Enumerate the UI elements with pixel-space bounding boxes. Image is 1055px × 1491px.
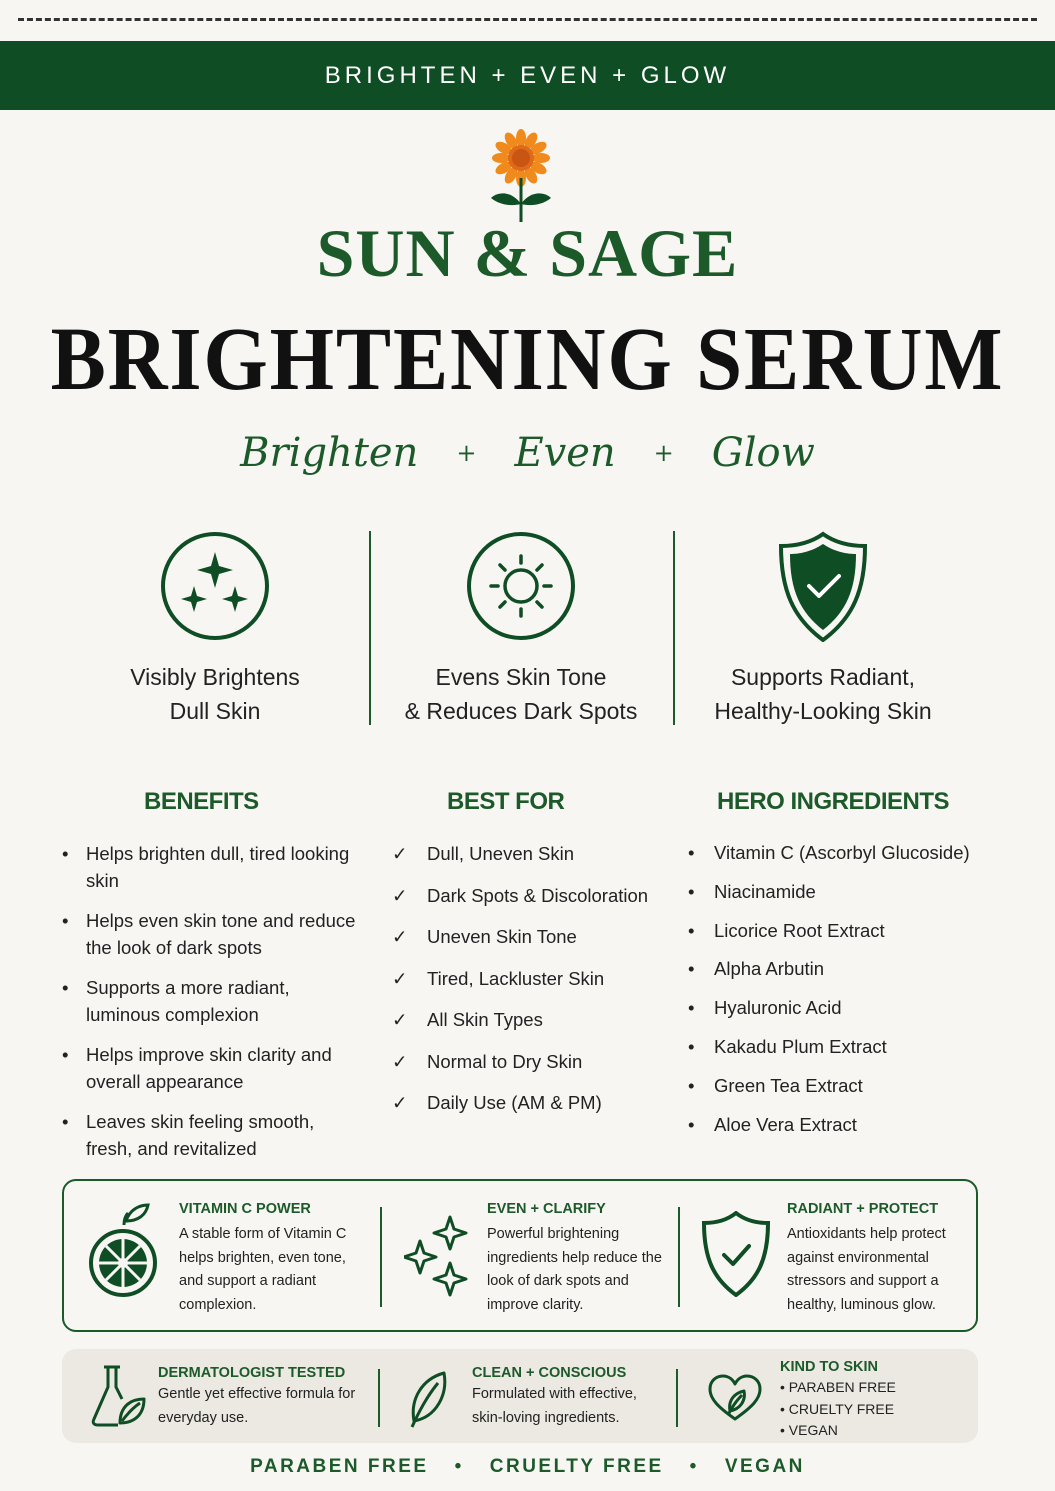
- highlight-title: VITAMIN C POWER: [179, 1201, 311, 1217]
- benefits-heading: BENEFITS: [144, 788, 259, 815]
- tagline-word: Even: [514, 430, 616, 476]
- highlight-title: RADIANT + PROTECT: [787, 1201, 939, 1217]
- trust-box: DERMATOLOGIST TESTED Gentle yet effectiv…: [62, 1349, 978, 1443]
- trust-item: • PARABEN FREE: [780, 1379, 896, 1395]
- trust-text: Formulated with effective, skin-loving i…: [472, 1386, 637, 1426]
- top-banner: BRIGHTEN + EVEN + GLOW: [0, 41, 1055, 110]
- footer-bullet: •: [454, 1456, 464, 1477]
- feature-line: Visibly Brightens: [130, 664, 300, 690]
- list-item: Supports a more radiant, luminous comple…: [62, 974, 362, 1028]
- tagline-word: Brighten: [240, 430, 419, 476]
- list-item: Kakadu Plum Extract: [688, 1033, 1028, 1060]
- tagline-separator: +: [456, 439, 477, 467]
- dashed-border: [18, 18, 1037, 21]
- tagline-word: Glow: [711, 430, 815, 476]
- highlight-title: EVEN + CLARIFY: [487, 1201, 606, 1217]
- sun-circle-icon: [467, 532, 575, 640]
- heart-leaf-icon: [708, 1374, 762, 1421]
- trust-dermatologist-tested: DERMATOLOGIST TESTED Gentle yet effectiv…: [158, 1365, 373, 1430]
- best-for-list: Dull, Uneven Skin Dark Spots & Discolora…: [392, 840, 682, 1131]
- highlight-text: Antioxidants help protect against enviro…: [787, 1226, 946, 1313]
- divider: [369, 531, 371, 725]
- shield-check-icon: [702, 1211, 770, 1297]
- list-item: Tired, Lackluster Skin: [392, 965, 682, 992]
- footer-claims: PARABEN FREE • CRUELTY FREE • VEGAN: [0, 1456, 1055, 1478]
- feature-line: Dull Skin: [169, 698, 261, 724]
- feature-supports: Supports Radiant, Healthy-Looking Skin: [673, 530, 973, 728]
- highlight-text: Powerful brightening ingredients help re…: [487, 1226, 662, 1313]
- list-item: Vitamin C (Ascorbyl Glucoside): [688, 839, 1028, 866]
- list-item: Helps even skin tone and reduce the look…: [62, 907, 362, 961]
- trust-title: KIND TO SKIN: [780, 1359, 879, 1375]
- trust-title: DERMATOLOGIST TESTED: [158, 1365, 346, 1381]
- hero-ingredients-list: Vitamin C (Ascorbyl Glucoside) Niacinami…: [688, 839, 1028, 1149]
- list-item: Dull, Uneven Skin: [392, 840, 682, 867]
- list-item: Licorice Root Extract: [688, 917, 1028, 944]
- trust-item: • CRUELTY FREE: [780, 1400, 895, 1417]
- trust-clean-conscious: CLEAN + CONSCIOUS Formulated with effect…: [472, 1365, 667, 1430]
- trust-item: • VEGAN: [780, 1422, 838, 1438]
- list-item: Helps brighten dull, tired looking skin: [62, 840, 362, 894]
- feature-line: Supports Radiant,: [730, 664, 916, 690]
- highlights-box: VITAMIN C POWER A stable form of Vitamin…: [62, 1179, 978, 1332]
- highlight-text: A stable form of Vitamin C helps brighte…: [179, 1226, 347, 1313]
- sparkles-icon: [404, 1215, 468, 1297]
- divider: [380, 1207, 382, 1307]
- list-item: Dark Spots & Discoloration: [392, 882, 682, 909]
- trust-text: Gentle yet effective formula for everyda…: [158, 1386, 356, 1426]
- tagline-separator: +: [653, 439, 674, 467]
- sparkle-circle-icon: [161, 532, 269, 640]
- feature-line: Evens Skin Tone: [435, 664, 607, 690]
- list-item: Daily Use (AM & PM): [392, 1089, 682, 1116]
- product-title: BRIGHTENING SERUM: [50, 310, 1005, 409]
- list-item: Green Tea Extract: [688, 1072, 1028, 1099]
- footer-item: PARABEN FREE: [250, 1456, 429, 1477]
- best-for-heading: BEST FOR: [447, 788, 565, 815]
- shield-check-icon: [778, 531, 868, 642]
- highlight-radiant-protect: RADIANT + PROTECT Antioxidants help prot…: [787, 1201, 967, 1317]
- citrus-icon: [89, 1203, 157, 1297]
- highlight-even-clarify: EVEN + CLARIFY Powerful brightening ingr…: [487, 1201, 677, 1317]
- feature-line: & Reduces Dark Spots: [404, 698, 638, 724]
- list-item: Hyaluronic Acid: [688, 994, 1028, 1021]
- divider: [676, 1369, 678, 1427]
- list-item: Uneven Skin Tone: [392, 923, 682, 950]
- list-item: Normal to Dry Skin: [392, 1048, 682, 1075]
- flask-leaf-icon: [91, 1365, 146, 1427]
- trust-kind-to-skin: KIND TO SKIN • PARABEN FREE • CRUELTY FR…: [780, 1359, 970, 1442]
- sunflower-logo-icon: [491, 129, 551, 222]
- feature-evens: Evens Skin Tone & Reduces Dark Spots: [371, 530, 671, 728]
- feature-line: Healthy-Looking Skin: [714, 698, 932, 724]
- list-item: Aloe Vera Extract: [688, 1111, 1028, 1138]
- list-item: Niacinamide: [688, 878, 1028, 905]
- banner-text: BRIGHTEN + EVEN + GLOW: [324, 61, 731, 89]
- hero-ingredients-heading: HERO INGREDIENTS: [717, 788, 950, 815]
- list-item: Leaves skin feeling smooth, fresh, and r…: [62, 1108, 362, 1162]
- tagline: Brighten + Even + Glow: [0, 430, 1055, 476]
- leaf-icon: [410, 1371, 447, 1428]
- divider: [673, 531, 675, 725]
- divider: [678, 1207, 680, 1307]
- list-item: Alpha Arbutin: [688, 955, 1028, 982]
- list-item: All Skin Types: [392, 1006, 682, 1033]
- highlight-vitamin-c: VITAMIN C POWER A stable form of Vitamin…: [179, 1201, 361, 1317]
- trust-title: CLEAN + CONSCIOUS: [472, 1365, 627, 1381]
- footer-item: VEGAN: [724, 1456, 805, 1477]
- list-item: Helps improve skin clarity and overall a…: [62, 1041, 362, 1095]
- brand-name: SUN & SAGE: [316, 215, 739, 291]
- footer-bullet: •: [689, 1456, 699, 1477]
- benefits-list: Helps brighten dull, tired looking skin …: [62, 840, 362, 1175]
- footer-item: CRUELTY FREE: [489, 1456, 664, 1477]
- divider: [378, 1369, 380, 1427]
